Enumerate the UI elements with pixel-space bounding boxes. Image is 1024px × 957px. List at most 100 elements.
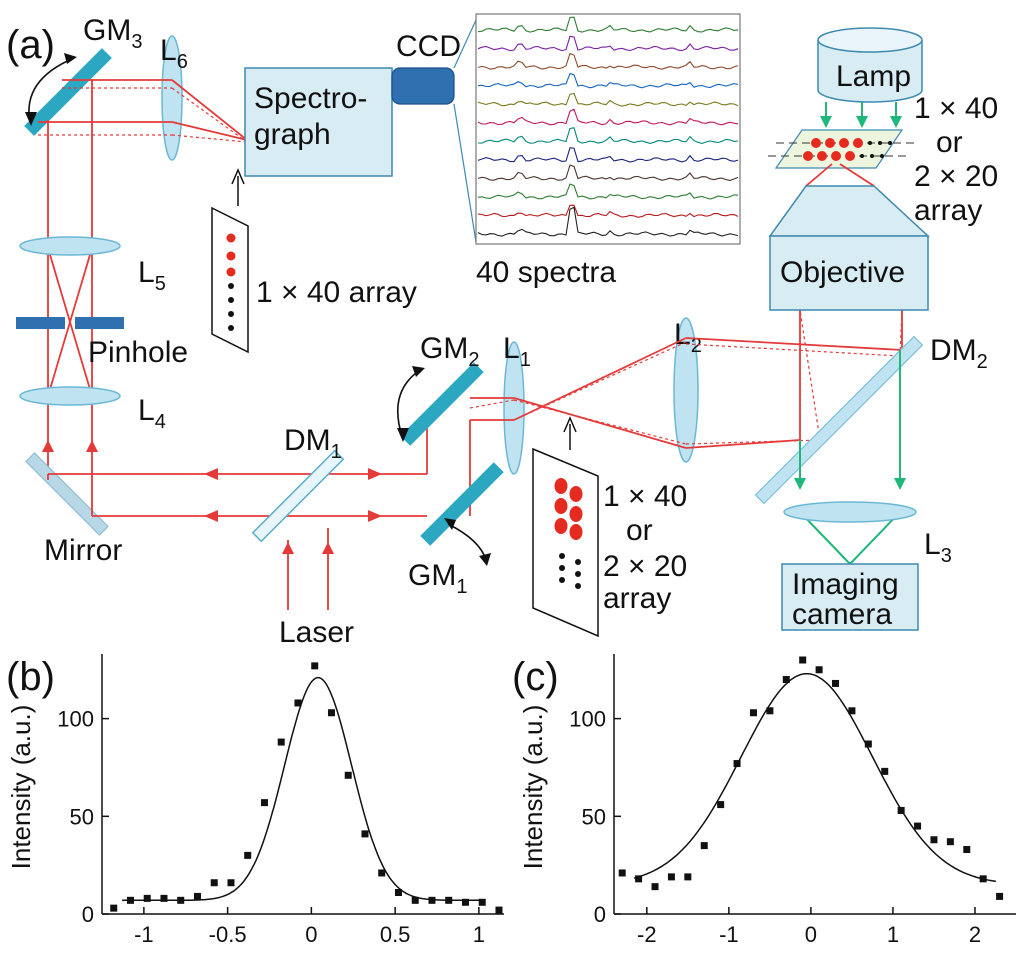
data-point xyxy=(914,822,922,830)
data-point xyxy=(445,896,453,904)
data-point xyxy=(733,760,741,768)
imaging-camera-box xyxy=(781,563,919,631)
data-point xyxy=(478,898,486,906)
spectrum-trace xyxy=(477,147,739,163)
array-mid-label-line1: 1 × 40 xyxy=(603,480,687,513)
l5-label: L5 xyxy=(138,256,166,295)
objective-body xyxy=(769,235,929,311)
l4-lens xyxy=(19,386,121,406)
array-top-label-line2: or xyxy=(936,126,963,159)
ccd-detector xyxy=(391,67,455,105)
array-dots-left xyxy=(226,233,236,331)
array-top-label-line1: 1 × 40 xyxy=(914,92,998,125)
y-axis-label: Intensity (a.u.) xyxy=(6,705,36,870)
l3-lens xyxy=(783,501,917,523)
array-mid-label-line2: or xyxy=(626,514,653,547)
laser-label: Laser xyxy=(279,616,354,649)
sample-array-dots xyxy=(803,138,892,161)
lamp-illumination xyxy=(820,102,902,128)
data-point xyxy=(963,846,971,854)
x-tick-label: 1 xyxy=(473,922,485,947)
data-point xyxy=(881,767,889,775)
beam-arrow-up-icon xyxy=(86,440,98,452)
lamp-label: Lamp xyxy=(836,60,911,93)
spectrum-trace xyxy=(477,164,739,181)
data-point xyxy=(277,738,285,746)
spectrum-trace xyxy=(477,16,739,33)
dm2-label: DM2 xyxy=(930,334,988,373)
l3-label: L3 xyxy=(924,528,952,567)
data-point xyxy=(782,676,790,684)
spectrograph-input-arrowhead-icon xyxy=(231,168,245,185)
spectrum-trace xyxy=(477,52,739,70)
data-point xyxy=(717,801,725,809)
pinhole-plate-right xyxy=(75,317,124,329)
array-top-label-line4: array xyxy=(914,194,982,227)
gm1-mirror xyxy=(420,462,504,546)
l6-lens xyxy=(161,35,183,161)
dm2-dichroic xyxy=(754,335,924,505)
spectrum-trace xyxy=(477,127,739,144)
y-axis-label: Intensity (a.u.) xyxy=(518,705,548,870)
spectrum-trace xyxy=(477,206,739,237)
spectrograph-label-line1: Spectro- xyxy=(254,82,367,115)
x-tick-label: -2 xyxy=(637,922,657,947)
x-tick-label: 0 xyxy=(805,922,817,947)
data-point xyxy=(193,892,201,900)
panel-b-label: (b) xyxy=(6,655,55,699)
data-point xyxy=(667,873,675,881)
beam-paths-horizontal xyxy=(47,418,471,610)
data-point xyxy=(126,896,134,904)
gm3-label: GM3 xyxy=(83,14,142,53)
data-point xyxy=(799,656,807,664)
fit-curve xyxy=(633,672,997,883)
data-point xyxy=(294,699,302,707)
data-point xyxy=(143,894,151,902)
gm1-rotation-arrow-icon xyxy=(447,523,487,561)
data-point xyxy=(361,830,369,838)
data-point xyxy=(428,896,436,904)
data-point xyxy=(110,904,118,912)
array-top-label-line3: 2 × 20 xyxy=(914,160,998,193)
objective-cone xyxy=(768,185,930,237)
ccd-label: CCD xyxy=(396,30,461,63)
panel-c-label: (c) xyxy=(512,655,559,699)
gm2-mirror xyxy=(400,362,484,446)
gm3-mirror xyxy=(24,48,112,136)
beam-paths-top-left xyxy=(38,79,248,480)
objective-label: Objective xyxy=(780,256,905,289)
gm1-label: GM1 xyxy=(408,559,467,598)
data-point xyxy=(848,707,856,715)
spectrograph-box xyxy=(244,67,393,177)
array-card-left xyxy=(211,206,249,354)
x-tick-label: -1 xyxy=(719,922,739,947)
l1-lens xyxy=(503,341,525,475)
data-point xyxy=(635,875,643,883)
data-point xyxy=(864,740,872,748)
lamp-body xyxy=(817,40,923,103)
array-dots-mid xyxy=(554,478,583,589)
data-point xyxy=(394,889,402,897)
data-point xyxy=(930,836,938,844)
panel-a-label: (a) xyxy=(6,23,55,67)
x-tick-label: -0.5 xyxy=(209,922,247,947)
x-tick-label: 2 xyxy=(969,922,981,947)
spectra-caption: 40 spectra xyxy=(476,256,616,289)
pinhole-plate-left xyxy=(16,317,65,329)
spectrum-trace xyxy=(477,204,739,218)
spectra-traces xyxy=(477,16,739,237)
gm2-label: GM2 xyxy=(420,332,479,371)
data-point xyxy=(311,662,319,670)
spectrum-trace xyxy=(477,35,739,52)
y-tick-label: 100 xyxy=(569,707,606,732)
data-point xyxy=(177,896,185,904)
l6-label: L6 xyxy=(160,34,188,73)
y-tick-label: 0 xyxy=(82,902,94,927)
l2-lens xyxy=(673,317,699,463)
data-point xyxy=(815,666,823,674)
data-point xyxy=(651,883,659,891)
beam-arrow-up-icon xyxy=(42,440,54,452)
